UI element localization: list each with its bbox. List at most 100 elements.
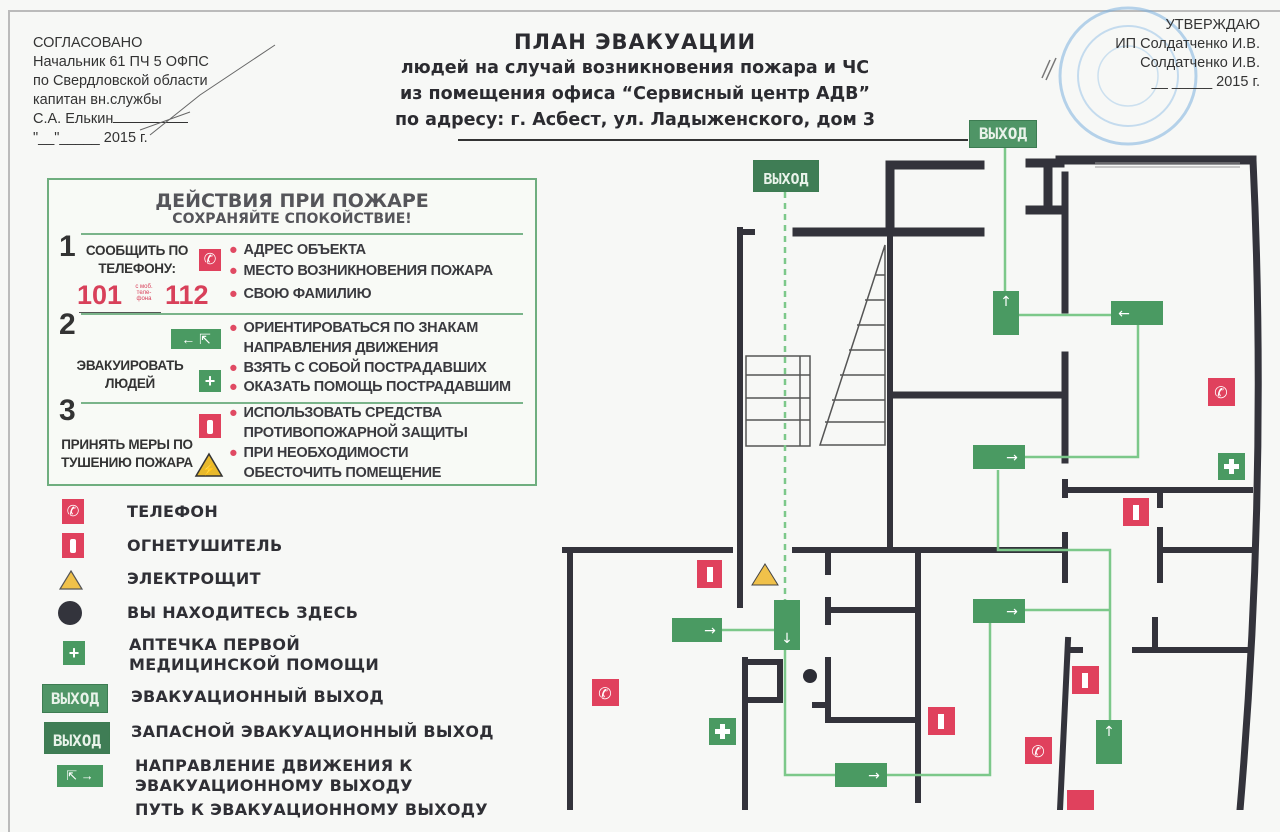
svg-text:→: → [1006, 450, 1018, 466]
action-bullet: ●СВОЮ ФАМИЛИЮ [229, 286, 372, 302]
phone-icon [592, 679, 619, 706]
svg-text:←: ← [1118, 306, 1130, 322]
stairs-right [818, 244, 886, 446]
extinguisher-icons [697, 498, 1149, 735]
svg-text:→: → [868, 768, 880, 784]
subtitle-address: по адресу: г. Асбест, ул. Ладыженского, … [394, 110, 876, 130]
subtitle-line: из помещения офиса “Сервисный центр АДВ” [399, 84, 870, 104]
legend-label: ОГНЕТУШИТЕЛЬ [127, 536, 283, 555]
direction-sign-icon [774, 600, 800, 650]
approval-left-line: по Свердловской области [33, 73, 208, 89]
you-are-here-icon [803, 669, 817, 683]
bullet-text: ВЗЯТЬ С СОБОЙ ПОСТРАДАВШИХ [243, 360, 487, 376]
phone-glyphs: ✆ ✆ ✆ [598, 385, 1227, 761]
approval-left-heading: СОГЛАСОВАНО [33, 35, 143, 51]
approval-right-line: ИП Солдатченко И.В. [1115, 36, 1260, 52]
electrical-panel-icon [751, 563, 779, 586]
svg-text:⚡: ⚡ [202, 463, 216, 476]
action-bullet: ●ПРИ НЕОБХОДИМОСТИ ОБЕСТОЧИТЬ ПОМЕЩЕНИЕ [229, 443, 473, 483]
bullet-text: ИСПОЛЬЗОВАТЬ СРЕДСТВА ПРОТИВОПОЖАРНОЙ ЗА… [243, 405, 468, 441]
divider [81, 233, 523, 235]
svg-text:↑: ↑ [1000, 294, 1012, 310]
step-label: ПРИНЯТЬ МЕРЫ ПО ТУШЕНИЮ ПОЖАРА [61, 437, 193, 470]
action-bullet: ●ВЗЯТЬ С СОБОЙ ПОСТРАДАВШИХ [229, 360, 487, 376]
exit-direction-sign-icon: ← ⇱ [171, 329, 221, 349]
svg-text:✆: ✆ [1214, 385, 1227, 402]
direction-sign-icon [973, 599, 1025, 623]
walls [562, 155, 1262, 810]
signature-layer [139, 44, 1057, 136]
bullet-text: АДРЕС ОБЪЕКТА [243, 242, 366, 258]
plan-subtitle: людей на случай возникновения пожара и Ч… [290, 55, 980, 133]
legend-exit-sign-icon: ВЫХОД [42, 684, 108, 713]
mobile-note: с моб. теле- фона [135, 284, 153, 302]
svg-text:✆: ✆ [598, 686, 611, 703]
svg-text:↑: ↑ [1103, 724, 1115, 740]
direction-sign-icon [1096, 720, 1122, 764]
direction-sign-icon [993, 291, 1019, 335]
approval-right: УТВЕРЖДАЮ ИП Солдатченко И.В. Солдатченк… [1030, 16, 1260, 92]
approval-left-line: Начальник 61 ПЧ 5 ОФПС [33, 54, 209, 70]
paper-border [8, 10, 1280, 832]
main-exit-sign: ВЫХОД [969, 120, 1037, 148]
direction-sign-icon [973, 445, 1025, 469]
legend-fire-extinguisher-icon [62, 533, 84, 558]
legend-label: ВЫ НАХОДИТЕСЬ ЗДЕСЬ [127, 603, 359, 622]
first-aid-icons [709, 453, 1245, 745]
step-label: СООБЩИТЬ ПО ТЕЛЕФОНУ: [85, 243, 189, 276]
legend-label: АПТЕЧКА ПЕРВОЙ МЕДИЦИНСКОЙ ПОМОЩИ [129, 635, 380, 674]
legend-label: ЭЛЕКТРОЩИТ [127, 569, 261, 588]
action-bullet: ●ИСПОЛЬЗОВАТЬ СРЕДСТВА ПРОТИВОПОЖАРНОЙ З… [229, 403, 503, 443]
actions-heading: ДЕЙСТВИЯ ПРИ ПОЖАРЕ [155, 190, 429, 212]
evacuation-path [720, 148, 1140, 777]
fire-actions-panel: ДЕЙСТВИЯ ПРИ ПОЖАРЕ СОХРАНЯЙТЕ СПОКОЙСТВ… [47, 178, 537, 486]
approval-left-line: капитан вн.службы [33, 92, 162, 108]
phone-number-101: 101 [77, 280, 123, 310]
fire-extinguisher-icon [199, 414, 221, 438]
legend-label: НАПРАВЛЕНИЕ ДВИЖЕНИЯ К ЭВАКУАЦИОННОМУ ВЫ… [135, 756, 413, 795]
legend-first-aid-icon: + [63, 641, 85, 665]
signature-left [139, 44, 276, 136]
action-bullet: ●ОРИЕНТИРОВАТЬСЯ ПО ЗНАКАМ НАПРАВЛЕНИЯ Д… [229, 318, 523, 358]
legend-label: ЗАПАСНОЙ ЭВАКУАЦИОННЫЙ ВЫХОД [131, 722, 494, 741]
bullet-text: СВОЮ ФАМИЛИЮ [243, 286, 372, 302]
signature-right [1041, 57, 1057, 81]
legend-phone-icon: ✆ [62, 499, 84, 524]
approval-left: СОГЛАСОВАНО Начальник 61 ПЧ 5 ОФПС по Св… [33, 34, 209, 148]
floor-plan: ↑←→ →↑→ →↓ ✆✆✆ [562, 148, 1262, 810]
legend-label: ТЕЛЕФОН [127, 502, 219, 521]
address-underline [458, 139, 968, 141]
direction-sign-icon [1111, 301, 1163, 325]
approval-left-date: "__"_____ 2015 г. [33, 130, 148, 146]
step-number: 1 [59, 230, 76, 263]
actions-subheading: СОХРАНЯЙТЕ СПОКОЙСТВИЕ! [172, 211, 412, 227]
svg-text:✆: ✆ [1031, 744, 1044, 761]
window [1095, 162, 1240, 168]
phone-icons [592, 378, 1235, 810]
bullet-text: ОКАЗАТЬ ПОМОЩЬ ПОСТРАДАВШИМ [243, 379, 511, 395]
divider [81, 313, 523, 315]
action-bullet: ●ОКАЗАТЬ ПОМОЩЬ ПОСТРАДАВШИМ [229, 379, 511, 395]
legend-electrical-panel-icon [58, 569, 84, 590]
svg-text:↓: ↓ [781, 631, 793, 647]
subtitle-line: людей на случай возникновения пожара и Ч… [400, 58, 870, 78]
phone-icon: ✆ [199, 249, 221, 271]
phone-number-112: 112 [165, 280, 209, 310]
phone-icon [1025, 737, 1052, 764]
electrical-panel-icon: ⚡ [194, 452, 224, 477]
action-bullet: ●МЕСТО ВОЗНИКНОВЕНИЯ ПОЖАРА [229, 263, 493, 279]
svg-text:→: → [704, 623, 716, 639]
legend-emergency-exit-sign-icon: ВЫХОД [44, 722, 110, 754]
bullet-text: ПРИ НЕОБХОДИМОСТИ ОБЕСТОЧИТЬ ПОМЕЩЕНИЕ [243, 445, 442, 481]
phone-icon [1067, 790, 1094, 810]
step-label: ЭВАКУИРОВАТЬ ЛЮДЕЙ [76, 358, 184, 391]
plan-title: ПЛАН ЭВАКУАЦИИ [513, 30, 757, 54]
first-aid-icon: + [199, 370, 221, 392]
direction-sign-icon [835, 763, 887, 787]
phone-icon [1208, 378, 1235, 406]
step-number: 2 [59, 308, 76, 341]
divider [81, 402, 523, 404]
signer-name: С.А. Елькин [33, 111, 114, 127]
approval-right-line: Солдатченко И.В. [1140, 55, 1260, 71]
bullet-text: ОРИЕНТИРОВАТЬСЯ ПО ЗНАКАМ НАПРАВЛЕНИЯ ДВ… [243, 320, 479, 356]
